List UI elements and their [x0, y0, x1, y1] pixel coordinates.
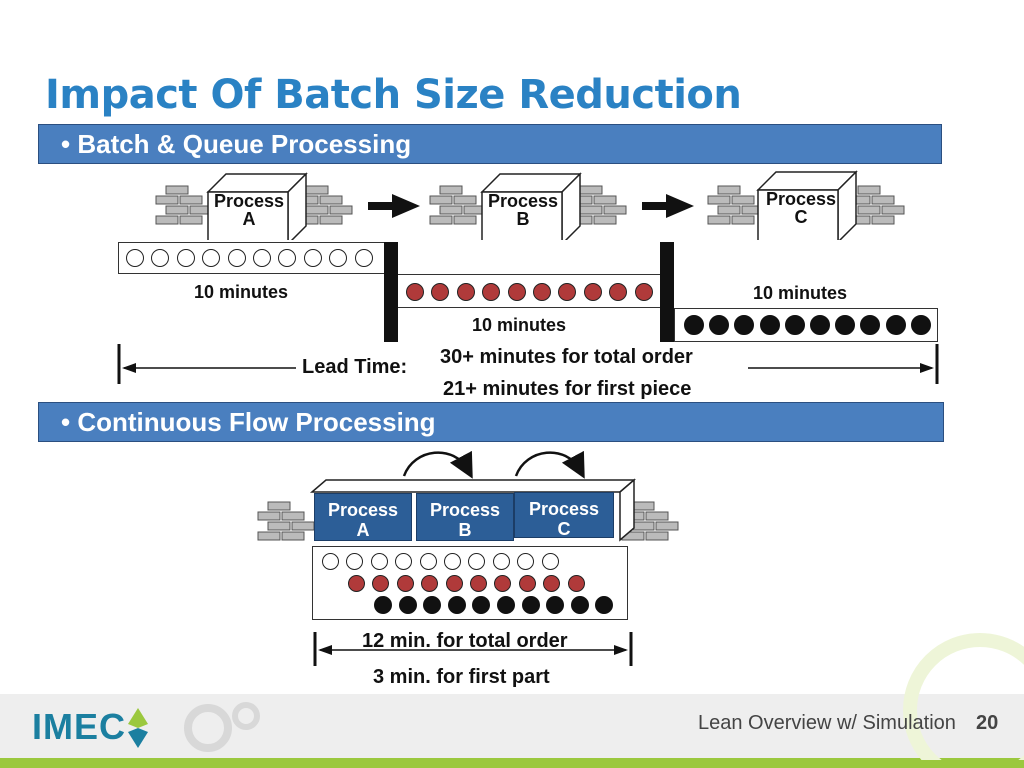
- batch-queue-heading: • Batch & Queue Processing: [38, 124, 942, 164]
- piece-completed: [595, 596, 614, 614]
- piece-in-process: [609, 283, 628, 301]
- piece-in-process: [567, 575, 585, 592]
- piece-completed: [835, 315, 856, 335]
- continuous-flow-heading: • Continuous Flow Processing: [38, 402, 944, 442]
- lead-time-dimension: [117, 344, 939, 384]
- piece-in-process: [470, 575, 487, 592]
- piece-completed: [546, 596, 565, 614]
- curved-arrow-icon: [402, 450, 473, 479]
- piece-in-process: [518, 575, 536, 592]
- piece-unprocessed: [202, 249, 221, 267]
- arrow-right-icon: [368, 194, 420, 218]
- piece-completed: [570, 596, 589, 614]
- piece-in-process: [558, 283, 577, 301]
- piece-completed: [684, 315, 704, 335]
- piece-completed: [759, 315, 780, 335]
- piece-completed: [910, 315, 931, 335]
- gear-icon: [903, 633, 1024, 760]
- piece-in-process: [372, 575, 390, 592]
- page-number: 20: [976, 712, 999, 734]
- piece-completed: [472, 596, 491, 614]
- piece-unprocessed: [303, 249, 322, 267]
- piece-completed: [810, 315, 830, 335]
- piece-unprocessed: [322, 553, 339, 570]
- piece-in-process: [445, 575, 463, 592]
- piece-completed: [734, 315, 755, 335]
- piece-unprocessed: [370, 553, 388, 570]
- piece-unprocessed: [126, 249, 144, 267]
- piece-completed: [423, 596, 442, 614]
- piece-completed: [497, 596, 515, 614]
- arrow-right-icon: [642, 194, 694, 218]
- footer-title: Lean Overview w/ Simulation: [698, 712, 956, 734]
- piece-unprocessed: [395, 553, 413, 570]
- footer: [0, 694, 1024, 768]
- piece-in-process: [533, 283, 551, 301]
- batch-process-diagram: [155, 171, 905, 240]
- piece-in-process: [583, 283, 602, 301]
- time-label-a: 10 minutes: [194, 282, 289, 302]
- piece-unprocessed: [278, 249, 297, 267]
- piece-in-process: [431, 283, 450, 301]
- piece-unprocessed: [227, 249, 246, 267]
- piece-completed: [374, 596, 392, 614]
- piece-unprocessed: [541, 553, 559, 570]
- piece-completed: [784, 315, 805, 335]
- piece-completed: [398, 596, 417, 614]
- lead-total-text: 30+ minutes for total order: [440, 346, 693, 368]
- piece-in-process: [507, 283, 526, 301]
- piece-unprocessed: [253, 249, 271, 267]
- piece-unprocessed: [346, 553, 364, 570]
- piece-unprocessed: [468, 553, 486, 570]
- logo-mark-icon: [128, 708, 148, 748]
- piece-in-process: [456, 283, 475, 301]
- piece-in-process: [421, 575, 439, 592]
- piece-unprocessed: [176, 249, 195, 267]
- gear-icon: [184, 702, 260, 752]
- time-label-c: 10 minutes: [753, 283, 848, 303]
- piece-unprocessed: [354, 249, 373, 267]
- flow-time-dimension: [313, 632, 633, 666]
- batch-divider: [384, 242, 398, 342]
- piece-in-process: [406, 283, 424, 301]
- piece-in-process: [482, 283, 501, 301]
- piece-unprocessed: [329, 249, 348, 267]
- flow-process-diagram: [257, 450, 679, 542]
- piece-completed: [860, 315, 881, 335]
- piece-unprocessed: [444, 553, 461, 570]
- piece-unprocessed: [419, 553, 437, 570]
- piece-in-process: [494, 575, 512, 592]
- piece-unprocessed: [492, 553, 510, 570]
- imec-logo: IMEC: [32, 706, 126, 747]
- piece-in-process: [543, 575, 561, 592]
- piece-in-process: [396, 575, 414, 592]
- piece-completed: [709, 315, 730, 335]
- piece-in-process: [348, 575, 365, 592]
- piece-unprocessed: [517, 553, 535, 570]
- piece-in-process: [634, 283, 653, 301]
- flow-total-text: 12 min. for total order: [362, 630, 568, 652]
- batch-divider: [660, 242, 674, 342]
- piece-completed: [521, 596, 540, 614]
- piece-unprocessed: [151, 249, 170, 267]
- piece-completed: [885, 315, 906, 335]
- piece-completed: [447, 596, 466, 614]
- curved-arrow-icon: [514, 450, 585, 479]
- lead-time-label: Lead Time:: [302, 356, 408, 378]
- footer-bar: [0, 758, 1024, 768]
- page-title: Impact Of Batch Size Reduction: [45, 72, 742, 118]
- lead-first-text: 21+ minutes for first piece: [443, 378, 692, 400]
- time-label-b: 10 minutes: [472, 315, 567, 335]
- flow-first-text: 3 min. for first part: [373, 666, 550, 688]
